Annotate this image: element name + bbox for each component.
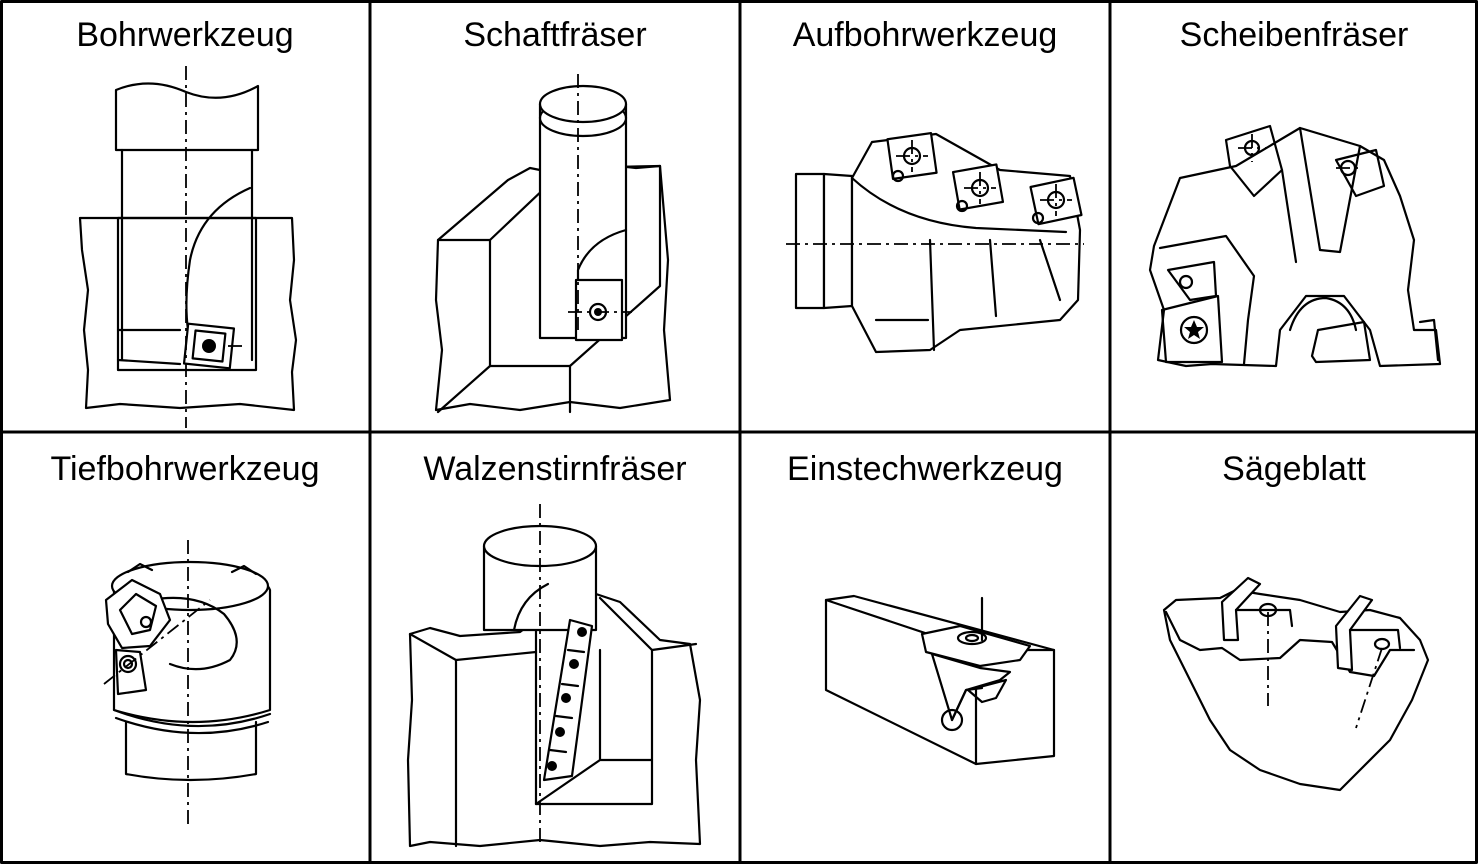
tool-cell-aufbohrwerkzeug: Aufbohrwerkzeug [740,0,1110,432]
boring-tool-icon [786,132,1084,354]
tool-label-aufbohrwerkzeug: Aufbohrwerkzeug [792,16,1058,54]
tool-cell-tiefbohrwerkzeug: Tiefbohrwerkzeug [0,0,370,864]
tool-label-bohrwerkzeug: Bohrwerkzeug [76,16,294,54]
tool-label-einstechwerkzeug: Einstechwerkzeug [787,450,1063,488]
tool-label-walzenstirnfraeser: Walzenstirnfräser [423,450,687,488]
tool-cell-einstechwerkzeug: Einstechwerkzeug [740,0,1110,864]
tool-cell-saegeblatt: Sägeblatt [1110,0,1478,864]
tool-label-schaftfraeser: Schaftfräser [463,16,647,54]
tool-cell-walzenstirnfraeser: Walzenstirnfräser [370,0,740,864]
tool-label-saegeblatt: Sägeblatt [1222,450,1366,488]
saw-blade-icon [1162,576,1430,792]
drilling-tool-icon [78,66,298,428]
grooving-tool-icon [824,594,1056,766]
tool-cell-schaftfraeser: Schaftfräser [370,0,740,432]
deep-hole-drill-icon [103,540,272,826]
end-mill-icon [434,74,672,414]
disc-milling-cutter-icon [1148,124,1442,368]
tool-label-scheibenfraeser: Scheibenfräser [1179,16,1409,54]
shell-end-mill-icon [406,504,702,848]
tool-cell-scheibenfraeser: Scheibenfräser [1110,0,1478,432]
tool-cell-bohrwerkzeug: Bohrwerkzeug [0,0,370,432]
tool-label-tiefbohrwerkzeug: Tiefbohrwerkzeug [50,450,320,488]
